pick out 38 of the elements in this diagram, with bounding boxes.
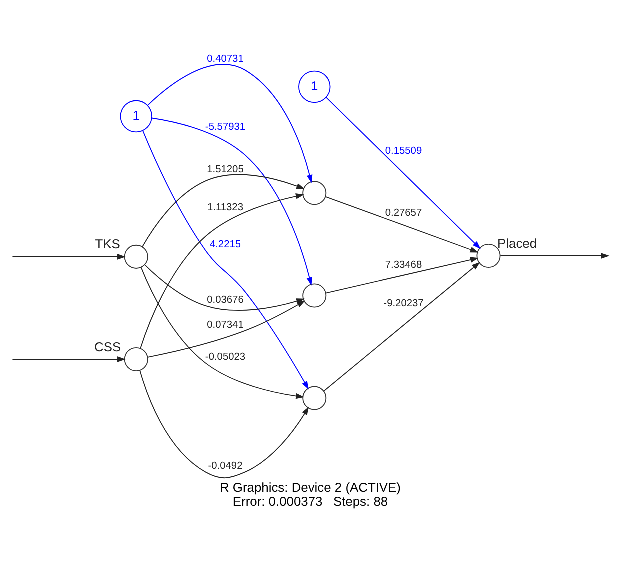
arrow (152, 118, 312, 286)
arrow (324, 262, 480, 392)
edge-label: 7.33468 (385, 260, 422, 271)
edge-label: -5.57931 (205, 122, 246, 134)
diagram-title: R Graphics: Device 2 (ACTIVE) (220, 480, 401, 496)
edge-label: 1.11323 (208, 202, 244, 214)
arrow (326, 257, 479, 294)
arrow (147, 64, 313, 184)
node-circle (302, 284, 327, 308)
node-circle (302, 181, 327, 206)
edge-label: 0.15509 (385, 146, 422, 158)
edge-label: -0.0492 (208, 461, 243, 472)
node-label: CSS (94, 339, 122, 354)
arrow (140, 370, 310, 479)
arrow (12, 254, 126, 260)
edge-label: -9.20237 (384, 298, 424, 310)
node-label: Placed (498, 236, 538, 251)
edge-label: -0.05023 (205, 352, 246, 364)
edge-label: 0.27657 (385, 208, 422, 220)
edge-label: 0.03676 (207, 294, 244, 306)
node-circle (124, 244, 148, 269)
node-circle (124, 347, 148, 372)
arrow (325, 196, 479, 253)
node-label: TKS (95, 236, 120, 252)
node-circle: 1 (120, 100, 152, 133)
caption: Error: 0.000373 Steps: 88 (232, 494, 388, 510)
arrow (500, 253, 610, 259)
arrow (142, 174, 305, 248)
node-circle (302, 386, 327, 410)
arrow (142, 130, 309, 390)
edge-label: 0.40731 (207, 54, 244, 65)
node-circle: 1 (298, 70, 331, 104)
arrow (148, 300, 306, 358)
arrow (326, 97, 481, 250)
edge-label: 1.51205 (207, 164, 244, 176)
edge-label: 4.2215 (210, 240, 242, 251)
arrow (12, 356, 126, 362)
edge-label: 0.07341 (207, 320, 244, 331)
